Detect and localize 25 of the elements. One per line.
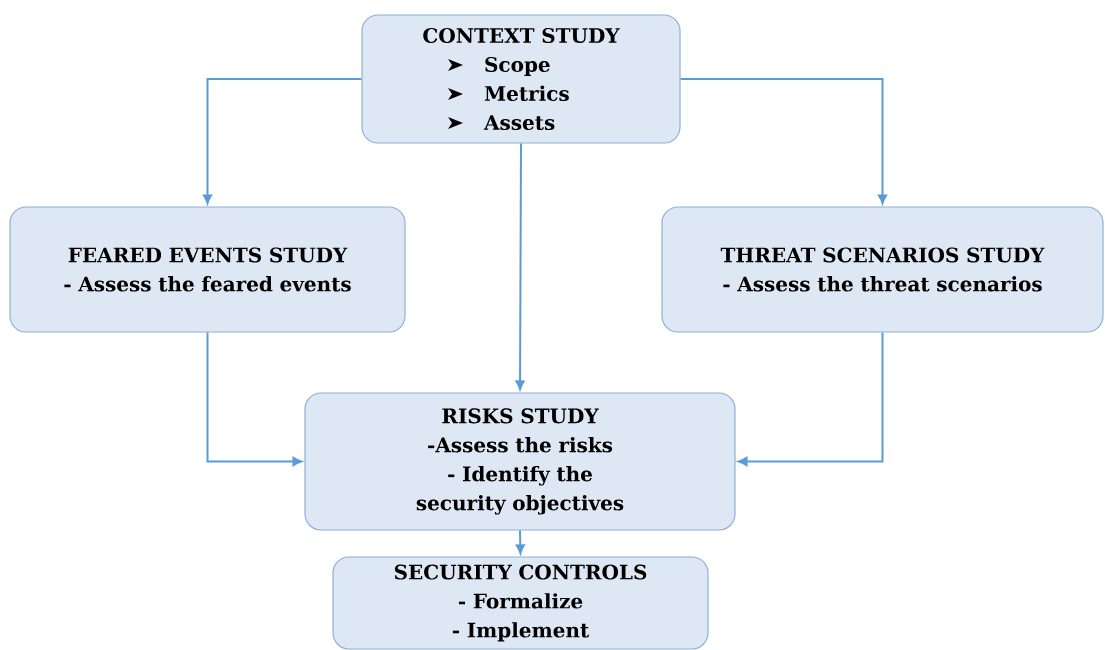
process-box: [661, 206, 1104, 333]
list-item: Metrics: [484, 85, 569, 102]
process-box: [361, 14, 681, 144]
arrow: [206, 331, 302, 467]
body-text: - Assess the feared events: [64, 276, 351, 292]
heading: CONTEXT STUDY: [423, 27, 620, 44]
heading: RISKS STUDY: [442, 408, 599, 424]
list-item: Scope: [485, 56, 550, 76]
body-text: - Implement: [452, 622, 590, 642]
body-text: - Formalize: [458, 593, 583, 609]
body-text: -Assess the risks: [428, 437, 613, 453]
arrow: [738, 331, 884, 467]
arrow: [202, 78, 363, 204]
arrow: [515, 529, 525, 554]
arrow: [679, 78, 888, 204]
body-text: - Assess the threat scenarios: [723, 276, 1042, 292]
body-text: - Identify the security objectives: [416, 466, 624, 515]
process-box: [332, 556, 709, 650]
arrow: [515, 142, 525, 390]
process-box: [304, 392, 736, 531]
heading: SECURITY CONTROLS: [394, 564, 647, 580]
process-box: [9, 206, 406, 333]
list-item: Assets: [483, 115, 555, 131]
heading: THREAT SCENARIOS STUDY: [720, 247, 1045, 263]
heading: FEARED EVENTS STUDY: [68, 247, 348, 263]
